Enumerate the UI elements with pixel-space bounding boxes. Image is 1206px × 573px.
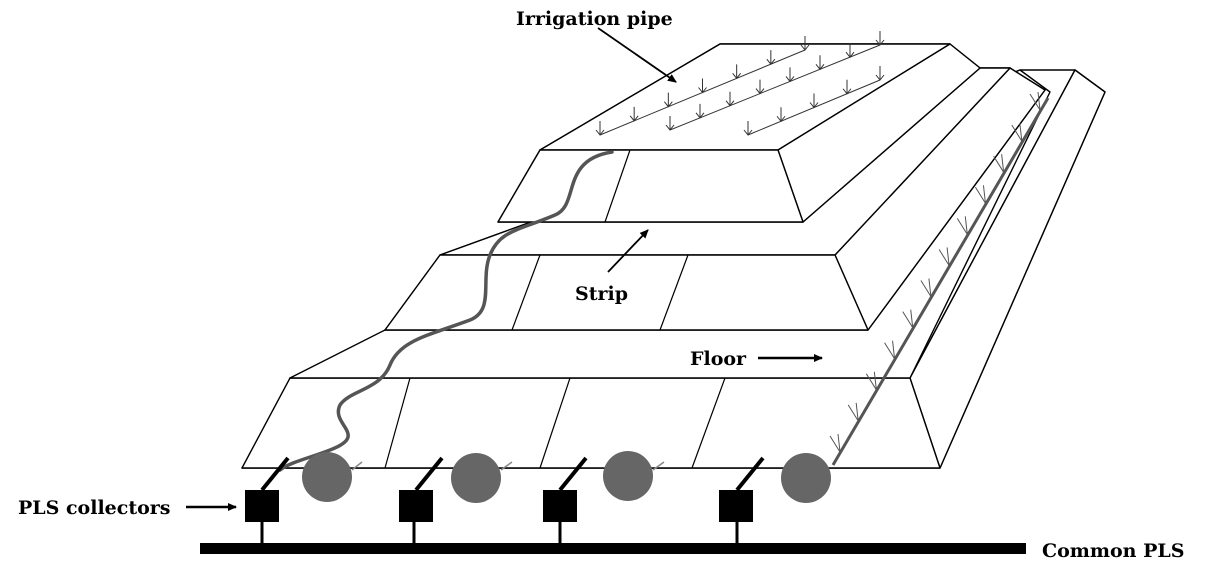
common-pls-label: Common PLS — [1042, 540, 1184, 562]
dripper-arrow — [809, 93, 819, 109]
pond-inlet — [652, 461, 665, 471]
tier-middle-seam — [511, 254, 541, 331]
pls-pond — [603, 451, 653, 501]
side-dripper-arrow — [884, 340, 896, 359]
dripper-arrow — [698, 78, 707, 94]
dripper-arrow — [725, 91, 735, 107]
strip-label: Strip — [575, 283, 628, 305]
tier-middle-front — [384, 254, 869, 331]
dripper-arrow — [845, 43, 855, 58]
side-dripper-arrow — [975, 185, 986, 204]
side-dripper-arrow — [956, 216, 968, 235]
pond-inlet — [500, 461, 513, 471]
dripper-arrow — [629, 106, 639, 122]
dripper-arrow — [785, 67, 795, 83]
pond-group — [302, 451, 831, 503]
pls-collector — [399, 456, 444, 546]
dripper-arrow — [665, 116, 675, 131]
side-dripper-arrow — [938, 247, 950, 266]
pls-collectors-label: PLS collectors — [18, 497, 170, 519]
side-dripper-arrow — [829, 433, 841, 453]
tier-bottom-seam — [691, 377, 726, 469]
side-dripper-arrow — [865, 371, 877, 391]
side-dripper-arrow — [902, 309, 914, 328]
dripper-arrow — [766, 50, 776, 65]
dripper-group — [595, 31, 885, 136]
dripper-arrow — [800, 36, 810, 51]
dripper-arrow — [695, 103, 705, 119]
dripper-arrow — [875, 31, 885, 46]
tier-bottom-seam — [384, 377, 411, 469]
side-dripper-arrow — [993, 154, 1005, 173]
pls-pond — [781, 453, 831, 503]
pls-collector — [245, 456, 290, 546]
common-pls-pipe — [200, 543, 1026, 554]
side-dripper-arrow — [847, 402, 859, 422]
wavy-hose — [278, 150, 614, 472]
side-dripper-arrow — [1011, 123, 1023, 142]
floor-label: Floor — [690, 348, 747, 370]
side-dripper-arrow — [1029, 91, 1041, 111]
pls-collectors — [245, 456, 765, 546]
strip-arrow — [607, 229, 649, 273]
dripper-arrow — [663, 92, 673, 108]
dripper-arrow — [842, 79, 852, 95]
dripper-arrow — [875, 66, 885, 81]
tier-bottom-seam — [539, 377, 571, 469]
side-dripper-group — [829, 91, 1041, 453]
irrigation-pipe-line — [669, 44, 881, 131]
dripper-arrow — [815, 55, 825, 71]
tier-middle-seam — [659, 254, 689, 331]
pls-pond — [451, 453, 501, 503]
tier-bottom-front — [241, 377, 941, 469]
pls-pond — [302, 452, 352, 502]
side-irrigation-pipe — [831, 97, 1050, 466]
irrigation-pipes — [595, 31, 885, 136]
pls-collector — [543, 456, 588, 546]
tier-top-front — [497, 149, 804, 223]
side-irrigation — [829, 91, 1050, 466]
dripper-arrow — [755, 79, 765, 95]
side-dripper-arrow — [920, 278, 932, 297]
dripper-arrow — [743, 121, 753, 136]
pond-inlet — [351, 461, 363, 471]
pls-collector — [719, 456, 765, 546]
irrigation-pipe-arrow — [597, 27, 677, 83]
dripper-arrow — [595, 121, 605, 136]
dripper-arrow — [732, 64, 742, 80]
tier-top-seam — [604, 149, 631, 223]
irrigation-pipe-label: Irrigation pipe — [516, 8, 673, 30]
dripper-arrow — [776, 107, 786, 123]
